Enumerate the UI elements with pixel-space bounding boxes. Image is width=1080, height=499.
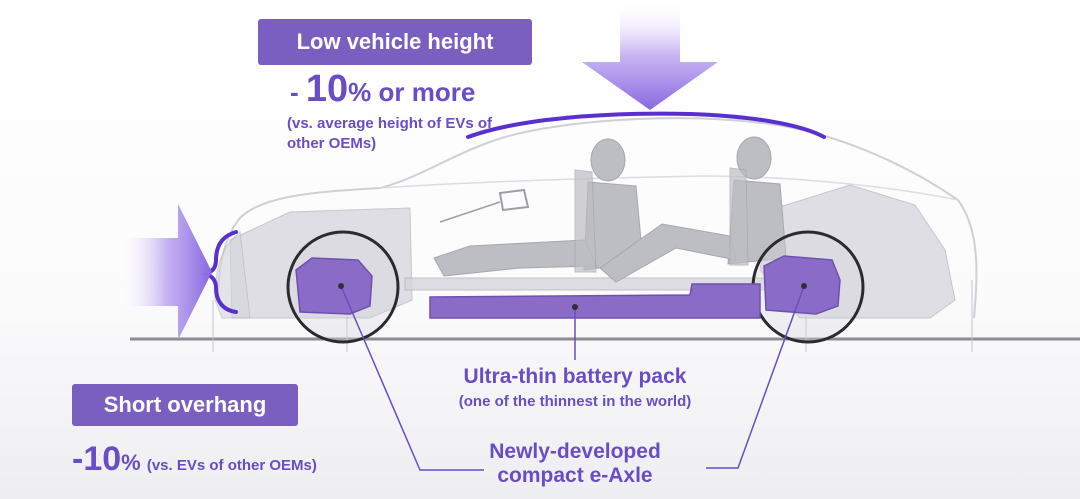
low-height-suffix: % or more bbox=[348, 77, 476, 107]
low-height-note-line2: other OEMs) bbox=[287, 135, 377, 152]
battery-note: (one of the thinnest in the world) bbox=[458, 393, 692, 410]
right-arrow-icon bbox=[120, 204, 212, 340]
car-beltline bbox=[379, 175, 959, 201]
low-height-number: 10 bbox=[305, 68, 349, 110]
leader-lines bbox=[340, 285, 805, 471]
low-vehicle-height-note: (vs. average height of EVs of other OEMs… bbox=[287, 114, 492, 154]
battery-title: Ultra-thin battery pack bbox=[463, 365, 687, 388]
low-height-prefix: - bbox=[290, 77, 306, 107]
e-axle-callout: Newly-developed compact e-Axle bbox=[460, 440, 690, 488]
occupants bbox=[433, 136, 787, 283]
steering-wheel-icon bbox=[439, 188, 530, 223]
overhang-prefix: - bbox=[72, 440, 84, 478]
e-axle-line1: Newly-developed bbox=[489, 440, 661, 463]
overhang-note: (vs. EVs of other OEMs) bbox=[146, 457, 317, 474]
short-overhang-value: -10% (vs. EVs of other OEMs) bbox=[72, 440, 317, 479]
low-height-note-line1: (vs. average height of EVs of bbox=[287, 115, 493, 132]
low-vehicle-height-label: Low vehicle height bbox=[258, 19, 532, 65]
down-arrow-icon bbox=[582, 0, 718, 110]
short-overhang-label: Short overhang bbox=[72, 384, 298, 426]
battery-callout: Ultra-thin battery pack (one of the thin… bbox=[400, 365, 750, 410]
car-body-outline bbox=[217, 117, 978, 319]
e-axle-line2: compact e-Axle bbox=[497, 464, 653, 487]
low-vehicle-height-value: - 10% or more bbox=[290, 68, 475, 111]
leader-dots bbox=[338, 283, 807, 310]
overhang-number: 10 bbox=[83, 440, 122, 478]
front-e-axle bbox=[295, 257, 373, 315]
overhang-suffix: % bbox=[121, 450, 147, 475]
battery-pack bbox=[429, 283, 761, 319]
roof-line-highlight bbox=[466, 111, 826, 139]
